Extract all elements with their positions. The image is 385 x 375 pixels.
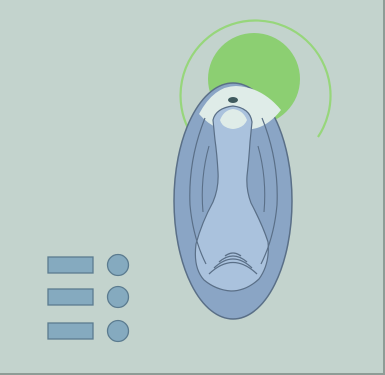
status-led (228, 97, 238, 103)
indicator-dot-icon (108, 255, 129, 276)
indicator-dot-icon (108, 287, 129, 308)
indicator-bar-icon (48, 323, 93, 339)
indicator-bar-icon (48, 289, 93, 305)
nfc-card-reader-icon (174, 83, 292, 319)
indicator-dot-icon (108, 321, 129, 342)
indicator-row-1 (48, 255, 129, 276)
indicator-panel (48, 255, 129, 342)
indicator-bar-icon (48, 257, 93, 273)
indicator-row-3 (48, 321, 129, 342)
indicator-row-2 (48, 287, 129, 308)
